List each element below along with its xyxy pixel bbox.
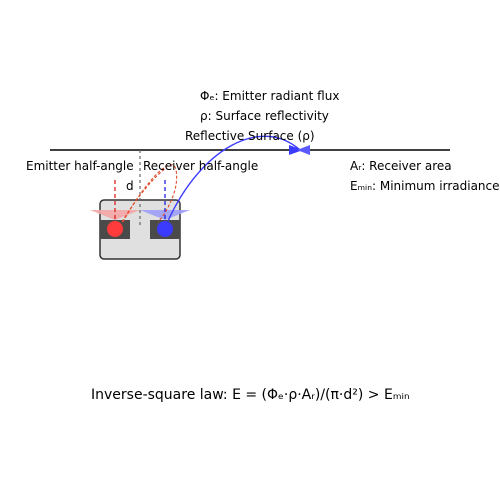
- emitter-half-angle-label: Emitter half-angle: [26, 159, 134, 173]
- distance-label: d: [126, 179, 134, 193]
- reflectivity-legend-label: ρ: Surface reflectivity: [200, 109, 329, 123]
- receiver-ray: [167, 135, 301, 222]
- flux-legend-label: Φₑ: Emitter radiant flux: [200, 89, 340, 103]
- receiver-area-label: Aᵣ: Receiver area: [350, 159, 452, 173]
- reflective-surface-label: Reflective Surface (ρ): [185, 129, 315, 143]
- surface-arrowhead: [297, 145, 310, 155]
- inverse-square-formula: Inverse-square law: E = (Φₑ·ρ·Aᵣ)/(π·d²)…: [91, 387, 410, 403]
- emitted-ray-path-outer: [122, 164, 178, 223]
- receiver-ray-arrowhead: [289, 145, 303, 155]
- emitter-led: [107, 221, 123, 237]
- receiver-photodiode: [157, 221, 173, 237]
- emitted-ray-path-inner: [121, 167, 167, 223]
- min-irradiance-label: Eₘᵢₙ: Minimum irradiance: [350, 179, 500, 193]
- receiver-half-angle-label: Receiver half-angle: [143, 159, 259, 173]
